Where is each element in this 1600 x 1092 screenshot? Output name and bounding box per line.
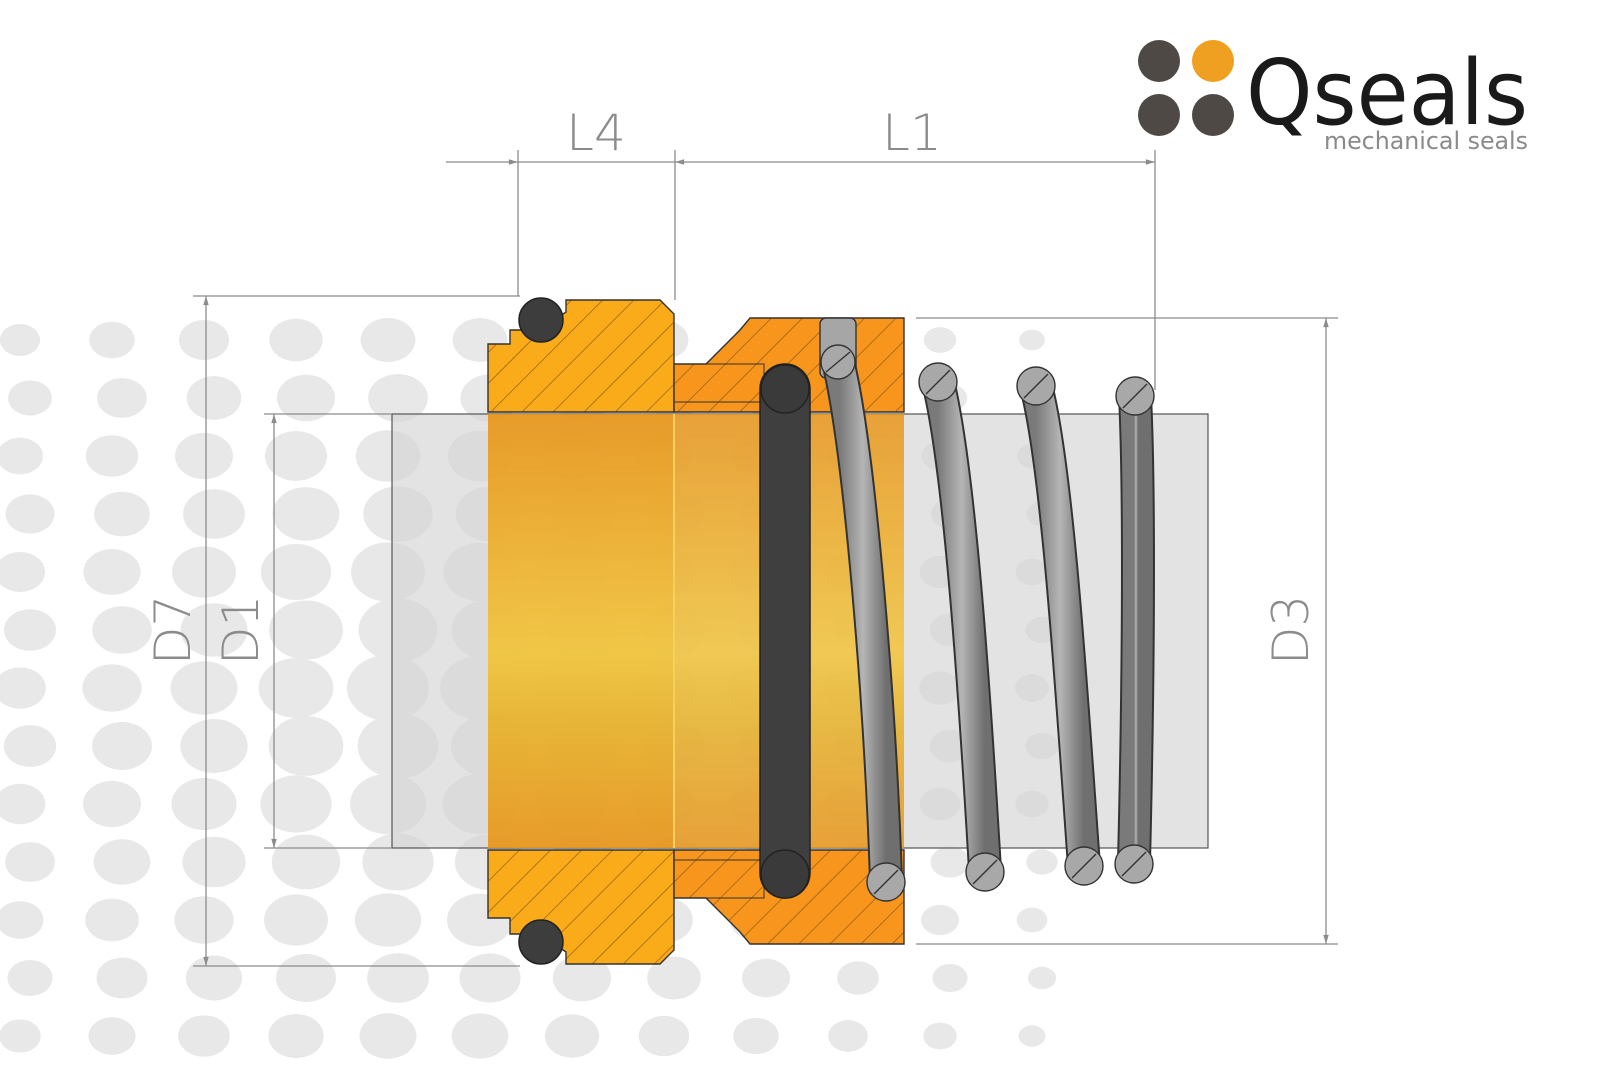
background-dot — [0, 437, 43, 475]
dimension-label-d1: D1 — [212, 595, 270, 665]
background-dot — [272, 487, 340, 541]
background-dot — [186, 376, 242, 420]
background-dot — [733, 1017, 779, 1055]
background-dot — [93, 839, 151, 885]
seat-oring-bottom — [518, 919, 564, 965]
logo-dot-3 — [1138, 94, 1180, 136]
background-dot — [83, 780, 141, 828]
background-dot — [0, 901, 44, 939]
background-dot — [368, 374, 428, 422]
stationary-seat-top — [487, 299, 675, 413]
background-dot — [268, 1013, 324, 1059]
background-dot — [276, 374, 336, 422]
dimension-label-d3: D3 — [1262, 595, 1320, 665]
dimension-label-l4: L4 — [566, 104, 626, 162]
background-dot — [923, 327, 957, 353]
background-dot — [83, 549, 141, 595]
background-dot — [1019, 329, 1045, 351]
background-dot — [544, 1014, 600, 1058]
background-dot — [268, 716, 344, 776]
background-dot — [741, 958, 791, 998]
dimension-label-l1: L1 — [882, 104, 942, 162]
background-dot — [271, 834, 341, 890]
background-dot — [276, 954, 336, 1002]
background-dot — [4, 609, 56, 651]
logo-dot-2 — [1192, 40, 1234, 82]
background-dot — [180, 603, 248, 657]
background-dot — [1026, 849, 1058, 875]
background-dot — [367, 953, 429, 1003]
background-dot — [1027, 966, 1057, 990]
qseals-logo: Qseals mechanical seals — [1138, 40, 1528, 155]
background-dot — [8, 380, 52, 416]
background-dot — [96, 957, 148, 999]
background-dot — [930, 846, 970, 878]
dimension-lines — [193, 150, 1338, 967]
background-dot — [5, 842, 55, 882]
background-dot — [269, 600, 343, 660]
face-oring — [759, 363, 811, 899]
background-dot — [92, 722, 152, 770]
background-dot — [0, 667, 46, 709]
background-dot — [932, 963, 968, 993]
background-dot — [0, 552, 45, 592]
background-dot — [459, 953, 521, 1003]
background-dot — [3, 725, 57, 767]
seat-body — [488, 414, 674, 848]
background-dot — [7, 959, 53, 997]
logo-dot-4 — [1192, 94, 1234, 136]
background-dot — [923, 1022, 957, 1050]
background-dot — [94, 491, 150, 537]
background-dot — [921, 904, 959, 936]
background-dot — [174, 896, 234, 944]
background-dot — [0, 783, 46, 825]
background-dot — [258, 658, 334, 718]
background-dot — [85, 898, 139, 942]
background-dot — [82, 664, 142, 712]
background-dot — [264, 431, 328, 481]
background-dot — [359, 1013, 417, 1059]
background-dot — [89, 321, 135, 359]
brand-name: Qseals — [1246, 41, 1528, 146]
background-dot — [178, 319, 230, 361]
background-dot — [178, 1015, 230, 1057]
background-dot — [828, 1020, 868, 1052]
background-dot — [260, 775, 332, 833]
background-dot — [0, 1019, 41, 1053]
dimension-label-d7: D7 — [144, 595, 202, 665]
background-dot — [647, 956, 701, 1000]
background-dot — [85, 435, 139, 477]
background-dot — [171, 777, 237, 831]
background-dot — [0, 323, 41, 357]
background-dot — [1018, 1025, 1046, 1047]
background-dot — [451, 1013, 509, 1059]
background-dot — [97, 378, 147, 418]
background-dot — [354, 893, 422, 947]
background-dot — [638, 1015, 690, 1057]
background-dot — [185, 955, 243, 1001]
background-dot — [837, 961, 879, 995]
background-dot — [175, 432, 233, 480]
logo-dot-1 — [1138, 40, 1180, 82]
background-dot — [170, 661, 238, 715]
seat-oring-top — [518, 297, 564, 343]
background-dot — [264, 894, 328, 946]
background-dot — [180, 719, 248, 773]
background-dot — [88, 1017, 136, 1055]
background-dot — [92, 606, 152, 654]
background-dot — [260, 543, 332, 601]
spring — [823, 353, 1155, 897]
background-dot — [269, 318, 323, 362]
background-dot — [1016, 907, 1048, 933]
background-dot — [182, 836, 246, 888]
background-dot — [552, 954, 612, 1002]
background-dot — [5, 494, 55, 534]
background-dot — [171, 546, 237, 598]
brand-tagline: mechanical seals — [1324, 127, 1528, 155]
background-dot — [360, 318, 416, 362]
stationary-seat-bottom — [487, 849, 675, 965]
background-dot — [183, 489, 245, 539]
spring-wire-ends — [820, 344, 1155, 902]
